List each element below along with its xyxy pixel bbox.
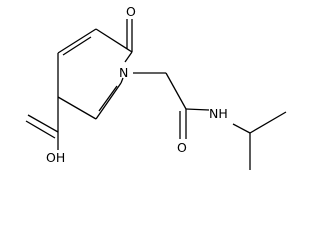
- bond-c6-c5: [57, 28, 97, 54]
- chemical-structure: O N O NH OH: [25, 4, 287, 170]
- bonds: [25, 19, 287, 170]
- bond-c2-n1: [120, 77, 124, 84]
- amide-nh-label: NH: [209, 106, 228, 121]
- acid-hydroxyl-label: OH: [46, 150, 65, 165]
- bond-camide-nh: [185, 108, 210, 111]
- bond-c3-c2: [95, 82, 122, 120]
- bond-nh-ch: [232, 123, 251, 134]
- bond-c6-c5-inner: [62, 36, 92, 56]
- bond-ccooh-o: [27, 114, 59, 133]
- bond-ccooh-o-inner: [25, 120, 56, 139]
- amide-oxygen-label: O: [177, 140, 187, 155]
- ketone-oxygen-label: O: [126, 4, 136, 19]
- bond-c3-c2-inner: [98, 85, 118, 112]
- ring-nitrogen-label: N: [119, 65, 128, 80]
- bond-c4-c3: [57, 96, 97, 120]
- bond-ch2-camide: [165, 72, 187, 110]
- bond-ch-me2: [249, 111, 287, 134]
- bond-c7-c6: [95, 28, 133, 53]
- bond-n1-c7: [124, 51, 133, 63]
